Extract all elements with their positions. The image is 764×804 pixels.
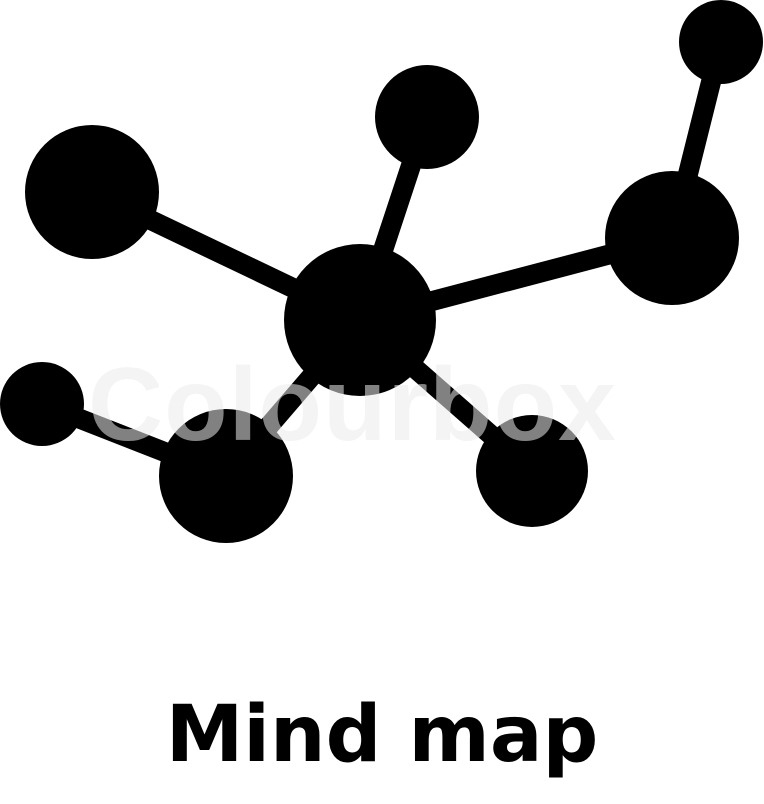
mind-map-nodes — [0, 0, 763, 543]
caption-title: Mind map — [165, 690, 599, 780]
node-upper-left — [25, 125, 159, 259]
node-top-right — [679, 0, 763, 84]
central-node — [284, 244, 436, 396]
node-right — [605, 171, 739, 305]
node-top — [375, 65, 479, 169]
node-lower-left — [159, 409, 293, 543]
node-far-left — [0, 362, 84, 446]
node-lower-right — [476, 415, 588, 527]
